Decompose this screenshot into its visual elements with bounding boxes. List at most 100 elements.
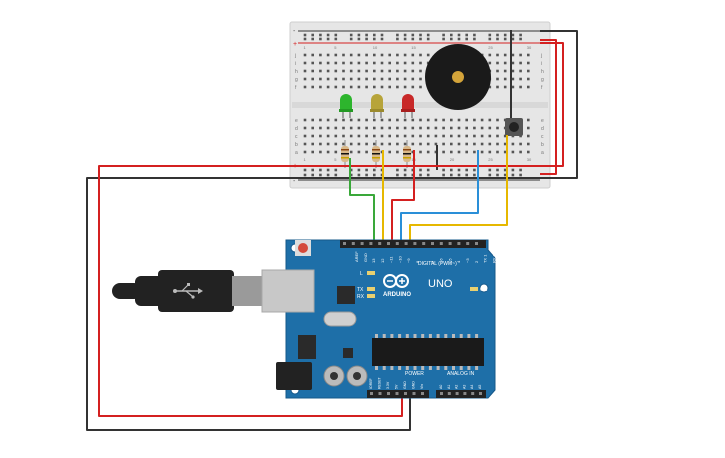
row-letter: a [295, 150, 298, 156]
wire-yellow-pin8[interactable] [409, 135, 508, 240]
resistor-1[interactable] [341, 140, 349, 168]
terminal-hole [527, 61, 530, 65]
wire-5v-red[interactable] [98, 42, 564, 417]
header-pin[interactable] [448, 242, 452, 245]
terminal-hole [480, 142, 484, 146]
wire-green-pin13[interactable] [349, 158, 375, 240]
terminal-hole [457, 150, 461, 154]
resistor-3[interactable] [403, 140, 411, 168]
rail-hole [457, 173, 461, 177]
terminal-hole [373, 53, 376, 57]
terminal-hole [303, 53, 307, 57]
terminal-hole [311, 53, 314, 57]
header-pin[interactable] [378, 242, 382, 245]
pushbutton[interactable] [505, 30, 523, 136]
terminal-hole [403, 77, 407, 81]
rail-hole [349, 37, 353, 41]
row-letter: i [541, 61, 542, 67]
terminal-hole [365, 118, 368, 122]
rail-hole [450, 168, 453, 172]
header-pin[interactable] [422, 242, 426, 245]
header-pin[interactable] [457, 242, 461, 245]
header-pin[interactable] [351, 242, 355, 245]
rail-hole [349, 173, 353, 177]
led-red[interactable] [401, 94, 415, 118]
header-pin[interactable] [455, 392, 459, 395]
header-pin[interactable] [421, 392, 424, 395]
column-number: 25 [488, 157, 493, 162]
header-pin[interactable] [387, 242, 390, 245]
rail-hole [442, 33, 445, 37]
terminal-hole [411, 150, 415, 154]
terminal-hole [319, 142, 322, 146]
wire-gnd-black[interactable] [86, 30, 578, 431]
header-pin[interactable] [369, 242, 373, 245]
header-pin[interactable] [471, 392, 475, 395]
terminal-hole [488, 61, 492, 65]
arduino-logo-text: ARDUINO [383, 292, 411, 298]
terminal-hole [334, 61, 338, 65]
led-yellow[interactable] [370, 94, 384, 118]
rail-hole [319, 33, 322, 37]
header-pin[interactable] [431, 242, 434, 245]
wire-blue-pin10[interactable] [400, 150, 479, 240]
header-pin[interactable] [479, 392, 482, 395]
header-pin[interactable] [404, 242, 408, 245]
header-pin[interactable] [395, 242, 399, 245]
header-pin[interactable] [395, 392, 399, 395]
terminal-hole [488, 53, 492, 57]
terminal-hole [380, 69, 384, 73]
usb-cable[interactable] [112, 269, 315, 313]
breadboard-holes [303, 33, 530, 177]
terminal-hole [326, 77, 330, 81]
wire-rail-red[interactable] [540, 39, 557, 175]
resistor-2-band-1 [372, 149, 380, 151]
terminal-hole [503, 77, 507, 81]
header-pin[interactable] [370, 392, 373, 395]
resistor-2[interactable] [372, 140, 380, 168]
terminal-hole [511, 61, 515, 65]
terminal-hole [527, 53, 530, 57]
terminal-hole [442, 142, 445, 146]
header-pin[interactable] [466, 242, 470, 245]
terminal-hole [349, 77, 353, 81]
terminal-hole [496, 150, 499, 154]
wire-red-pin11[interactable] [391, 150, 415, 240]
terminal-hole [419, 142, 422, 146]
header-pin[interactable] [412, 392, 416, 395]
resistor-2-band-2 [372, 153, 380, 155]
terminal-hole [334, 118, 338, 122]
rail-hole [326, 37, 330, 41]
terminal-hole [511, 77, 515, 81]
header-pin[interactable] [447, 392, 451, 395]
piezo-buzzer[interactable] [425, 44, 491, 110]
rail-hole [319, 168, 322, 172]
terminal-hole [357, 126, 361, 130]
led-green[interactable] [339, 94, 353, 118]
terminal-hole [434, 118, 438, 122]
header-pin[interactable] [440, 392, 443, 395]
rail-hole [519, 33, 522, 37]
header-pin[interactable] [463, 392, 467, 395]
reset-button[interactable] [298, 243, 308, 253]
rail-hole [396, 173, 399, 177]
header-pin[interactable] [404, 392, 407, 395]
terminal-hole [419, 134, 422, 138]
header-pin[interactable] [439, 242, 443, 245]
column-number: 5 [334, 157, 337, 162]
header-pin[interactable] [360, 242, 364, 245]
led-rx [367, 294, 375, 298]
header-pin[interactable] [413, 242, 417, 245]
terminal-hole [311, 77, 314, 81]
terminal-hole [380, 134, 384, 138]
header-pin[interactable] [378, 392, 382, 395]
header-pin[interactable] [475, 242, 478, 245]
header-pin[interactable] [387, 392, 390, 395]
digital-pin-label: ~6 [439, 258, 444, 263]
terminal-hole [380, 142, 384, 146]
header-pin[interactable] [343, 242, 346, 245]
mcu-pin [428, 366, 432, 370]
terminal-hole [411, 69, 415, 73]
terminal-hole [396, 53, 399, 57]
